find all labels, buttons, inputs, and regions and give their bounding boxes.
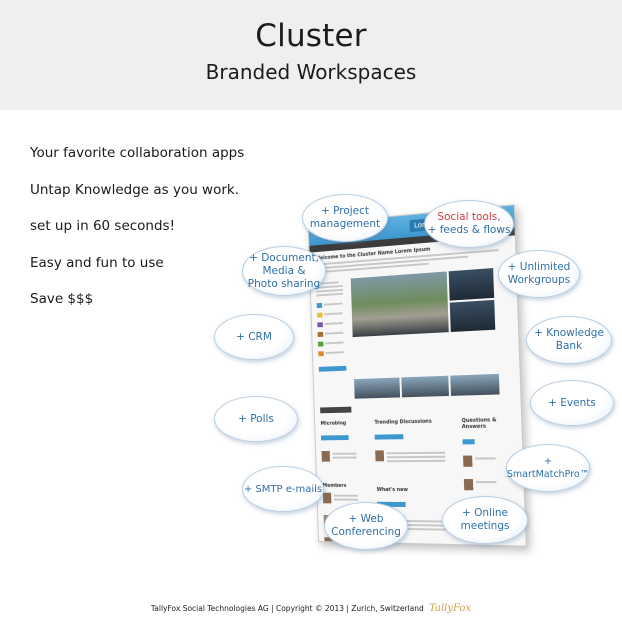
workspace-screenshot-mockup: Lorem Ipsum Welcome to the Cluster Name … [307,204,527,547]
bubble-document-sharing: + Document,Media &Photo sharing [242,246,326,296]
feature-item: Untap Knowledge as you work. [30,181,240,198]
bubble-events: + Events [530,380,614,426]
bubble-smtp-emails: + SMTP e-mails [242,466,324,512]
mockup-hero-image [350,271,449,338]
feature-item: set up in 60 seconds! [30,218,175,234]
mockup-sidebar [316,279,352,379]
mockup-section-trending: Trending Discussions [374,418,432,426]
feature-item: Your favorite collaboration apps [30,145,245,161]
tallyfox-logo-icon: TallyFox [429,603,472,614]
mockup-section-whats-new: What's new [376,486,409,494]
footer: TallyFox Social Technologies AG | Copyri… [0,603,622,614]
bubble-polls: + Polls [214,396,298,442]
mockup-section-microblog: Microblog [320,420,347,427]
feature-item: Save $$$ [30,291,94,307]
bubble-crm: + CRM [214,314,294,360]
header-banner: Cluster Branded Workspaces [0,0,622,110]
footer-copyright: TallyFox Social Technologies AG | Copyri… [150,604,424,613]
feature-item: Easy and fun to use [30,254,164,271]
mockup-section-qa: Questions & Answers [461,417,497,431]
page-subtitle: Branded Workspaces [205,60,417,84]
bubble-smartmatchpro: + SmartMatchPro™ [506,444,590,492]
mockup-section-members: Members [322,482,347,489]
feature-list: Your favorite collaboration apps Untap K… [30,143,244,326]
bubble-social-tools: Social tools,+ feeds & flows [424,200,514,248]
page-title: Cluster [255,18,367,54]
